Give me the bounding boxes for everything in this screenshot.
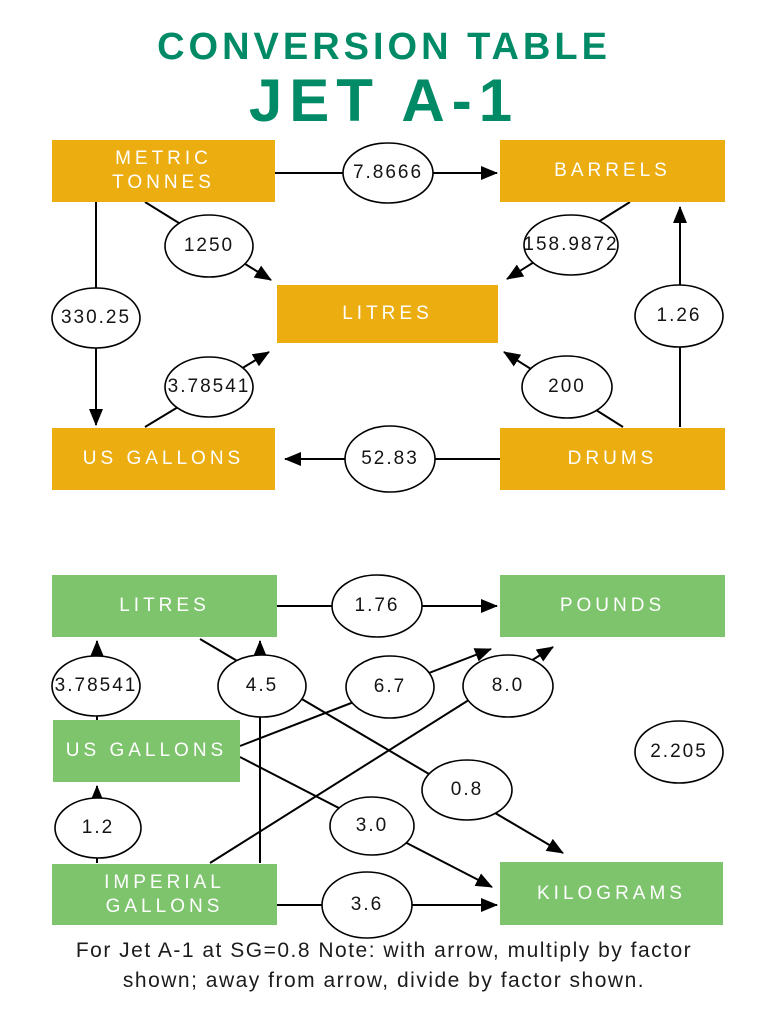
ellipse-barrels-to-litres (523, 214, 619, 276)
factor-drums-to-litres: 200 (548, 376, 586, 397)
factor-litres-to-kilograms: 0.8 (450, 779, 484, 800)
footer-note: For Jet A-1 at SG=0.8 Note: with arrow, … (0, 936, 768, 997)
unit-box-drums: DRUMS (500, 428, 725, 490)
unit-box-us-gallons-bottom: US GALLONS (53, 720, 240, 782)
ellipse-drums-to-barrels (634, 284, 724, 348)
factor-imperial-gallons-to-litres: 4.5 (245, 675, 279, 696)
factor-us-gallons-to-litres: 3.78541 (167, 376, 251, 397)
ellipse-us-gallons-to-litres-b (51, 655, 141, 717)
factor-imperial-gallons-to-pounds: 8.0 (491, 675, 525, 696)
unit-box-pounds: POUNDS (500, 575, 725, 637)
ellipse-litres-to-pounds (331, 574, 423, 638)
ellipse-imperial-gallons-to-us-gallons (54, 797, 142, 859)
ellipse-us-gallons-to-pounds (345, 655, 435, 719)
ellipse-tonnes-to-litres (164, 214, 254, 278)
ellipse-imperial-gallons-to-litres (217, 654, 307, 718)
ellipse-kilograms-to-pounds (634, 720, 724, 784)
factor-tonnes-to-us-gallons: 330.25 (60, 307, 132, 328)
factor-us-gallons-to-pounds: 6.7 (373, 676, 407, 697)
unit-box-kilograms: KILOGRAMS (500, 862, 723, 925)
unit-box-us-gallons-top: US GALLONS (52, 428, 275, 490)
factor-barrels-to-litres: 158.9872 (523, 234, 619, 255)
ellipse-imperial-gallons-to-kilograms (321, 871, 413, 939)
factor-ellipses (51, 142, 724, 939)
ellipse-drums-to-us-gallons (344, 425, 436, 493)
factor-drums-to-us-gallons: 52.83 (361, 448, 419, 469)
factor-us-gallons-to-kilograms: 3.0 (355, 815, 389, 836)
footer-note-line1: For Jet A-1 at SG=0.8 Note: with arrow, … (75, 939, 693, 962)
factor-kilograms-to-pounds: 2.205 (650, 741, 708, 762)
ellipse-tonnes-to-us-gallons (51, 287, 141, 349)
unit-box-litres-bottom: LITRES (52, 575, 277, 637)
ellipse-tonnes-to-barrels (342, 142, 434, 204)
unit-box-barrels: BARRELS (500, 140, 725, 202)
unit-box-metric-tonnes: METRIC TONNES (52, 140, 275, 202)
factor-tonnes-to-barrels: 7.8666 (352, 162, 424, 183)
ellipse-litres-to-kilograms (421, 759, 513, 821)
page-subtitle: JET A-1 (248, 67, 520, 134)
factor-tonnes-to-litres: 1250 (183, 235, 235, 256)
page-title: CONVERSION TABLE (157, 26, 611, 68)
ellipse-drums-to-litres (521, 355, 613, 419)
unit-box-imperial-gallons: IMPERIAL GALLONS (52, 864, 277, 925)
ellipse-us-gallons-to-kilograms (329, 796, 415, 856)
factor-drums-to-barrels: 1.26 (656, 305, 702, 326)
ellipse-imperial-gallons-to-pounds (462, 654, 554, 718)
factor-us-gallons-to-litres-b: 3.78541 (54, 675, 138, 696)
factor-litres-to-pounds: 1.76 (354, 595, 400, 616)
unit-box-litres-top: LITRES (277, 285, 498, 343)
factor-imperial-gallons-to-kilograms: 3.6 (350, 894, 384, 915)
ellipse-us-gallons-to-litres (164, 356, 254, 418)
factor-imperial-gallons-to-us-gallons: 1.2 (81, 817, 115, 838)
footer-note-line2: shown; away from arrow, divide by factor… (122, 969, 646, 993)
